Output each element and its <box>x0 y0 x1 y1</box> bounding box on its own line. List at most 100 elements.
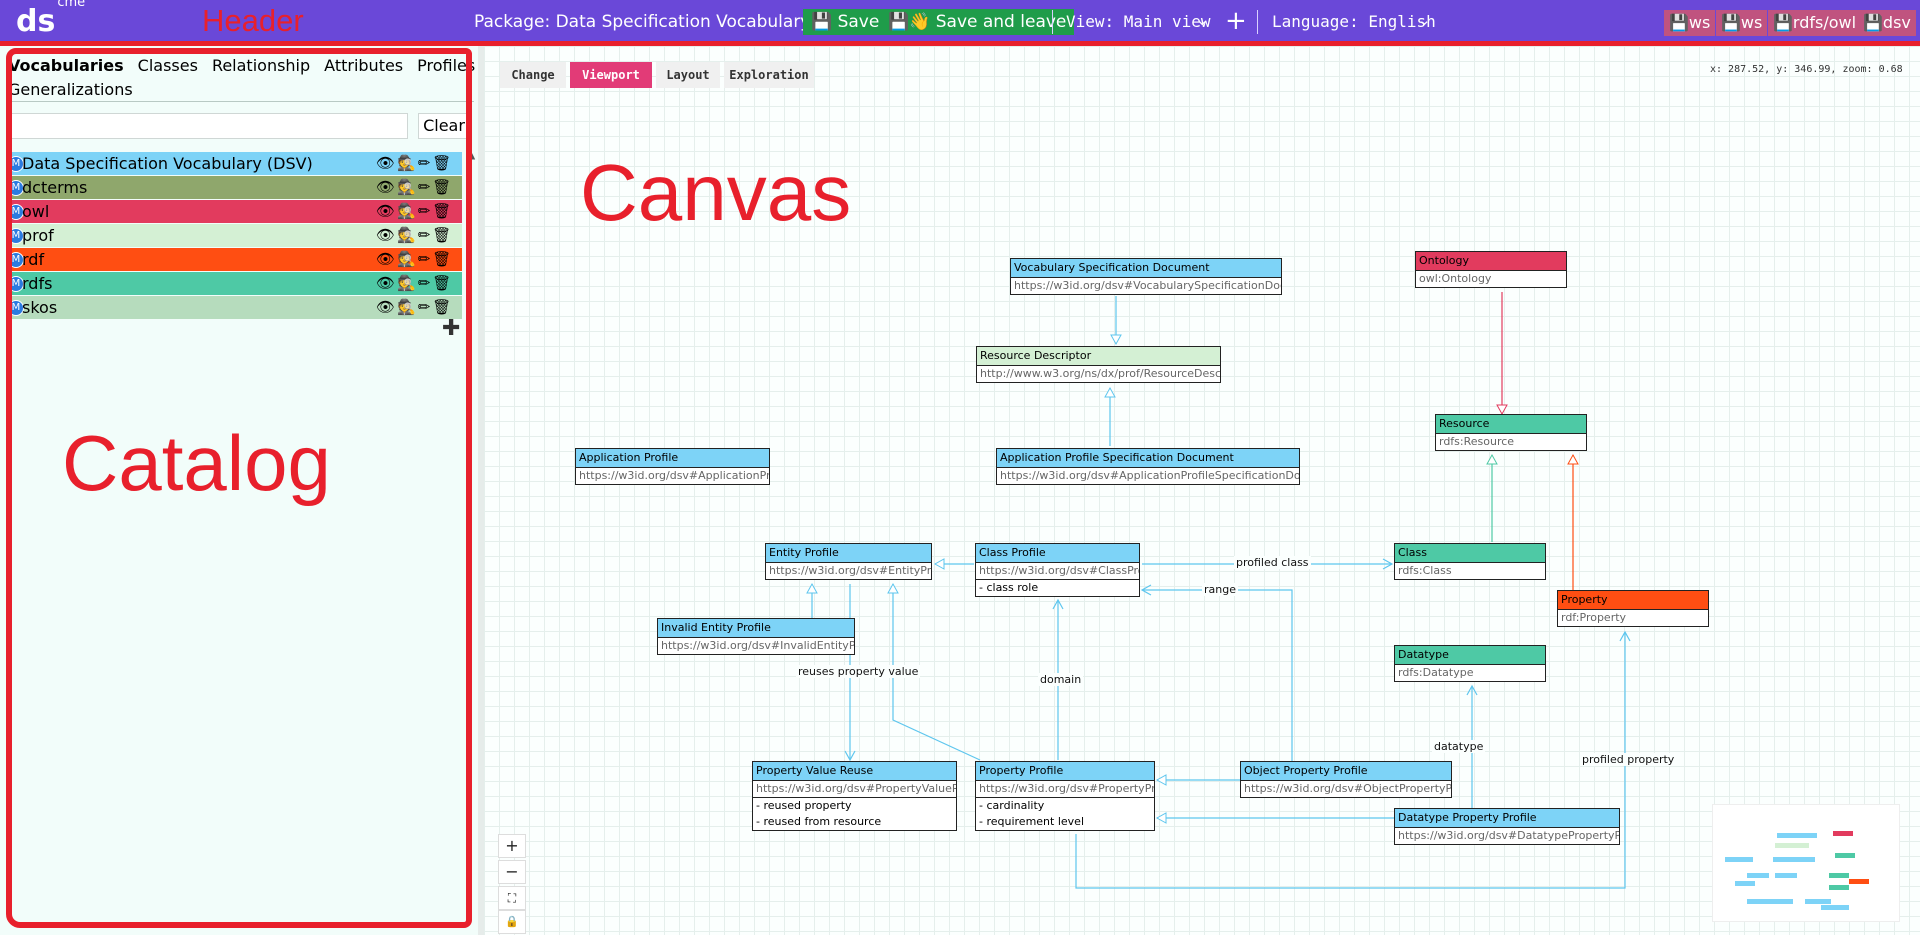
node-attribute: - reused from resource <box>756 815 882 828</box>
package-title: Package: Data Specification Vocabulary (… <box>474 12 865 32</box>
fit-view-button[interactable]: ⛶ <box>498 886 526 910</box>
node-vocabulary-specification-document[interactable]: Vocabulary Specification Document https:… <box>1010 258 1282 295</box>
node-title: Ontology <box>1416 252 1566 270</box>
node-attribute: - requirement level <box>979 815 1084 828</box>
node-title: Datatype Property Profile <box>1395 809 1619 827</box>
vocabulary-actions[interactable]: 👁🕵✏🗑 <box>376 154 454 172</box>
minimap-node <box>1833 831 1853 836</box>
save-button[interactable]: 💾 Save <box>803 9 888 35</box>
node-application-profile-specification-document[interactable]: Application Profile Specification Docume… <box>996 448 1300 485</box>
node-title: Invalid Entity Profile <box>658 619 854 637</box>
scroll-up-icon[interactable]: ▲ <box>466 147 476 161</box>
vocabulary-name: skos <box>22 298 58 317</box>
add-vocabulary-icon[interactable]: ✚ <box>442 316 461 341</box>
vocabulary-actions[interactable]: 👁🕵✏🗑 <box>376 226 454 244</box>
catalog-search-input[interactable] <box>8 113 408 139</box>
vocabulary-name: prof <box>22 226 54 245</box>
vocabulary-actions[interactable]: 👁🕵✏🗑 <box>376 298 454 316</box>
node-title: Application Profile Specification Docume… <box>997 449 1299 467</box>
node-property-profile[interactable]: Property Profile https://w3id.org/dsv#Pr… <box>975 761 1155 831</box>
tab-generalizations[interactable]: Generalizations <box>8 80 133 99</box>
node-property-value-reuse[interactable]: Property Value Reuse https://w3id.org/ds… <box>752 761 957 831</box>
minimap-node <box>1725 857 1753 862</box>
node-title: Property Value Reuse <box>753 762 956 780</box>
node-attribute: - reused property <box>753 797 956 814</box>
node-class[interactable]: Class rdfs:Class <box>1394 543 1546 580</box>
node-ontology[interactable]: Ontology owl:Ontology <box>1415 251 1567 288</box>
tab-exploration[interactable]: Exploration <box>724 62 814 88</box>
edge-label-reuses-property-value: reuses property value <box>796 665 921 678</box>
node-invalid-entity-profile[interactable]: Invalid Entity Profile https://w3id.org/… <box>657 618 855 655</box>
minimap-node <box>1777 833 1817 838</box>
vocabulary-name: dcterms <box>22 178 88 197</box>
minimap-node <box>1849 879 1869 884</box>
node-title: Class Profile <box>976 544 1139 562</box>
tab-profiles[interactable]: Profiles <box>417 56 476 75</box>
vocabulary-actions[interactable]: 👁🕵✏🗑 <box>376 178 454 196</box>
view-selector[interactable]: View: Main view <box>1066 12 1211 31</box>
node-datatype-property-profile[interactable]: Datatype Property Profile https://w3id.o… <box>1394 808 1620 845</box>
tab-classes[interactable]: Classes <box>137 56 198 75</box>
minimap[interactable] <box>1712 804 1900 922</box>
zoom-in-button[interactable]: + <box>498 834 526 858</box>
tab-viewport[interactable]: Viewport <box>570 62 652 88</box>
clear-button[interactable]: Clear <box>418 113 470 139</box>
node-object-property-profile[interactable]: Object Property Profile https://w3id.org… <box>1240 761 1452 798</box>
node-property[interactable]: Property rdf:Property <box>1557 590 1709 627</box>
chevron-down-icon[interactable]: ⌄ <box>1196 11 1209 29</box>
minimap-node <box>1829 873 1849 878</box>
app-logo[interactable]: dscme <box>16 0 86 39</box>
chevron-down-icon[interactable]: ⌄ <box>1418 11 1431 29</box>
minimap-node <box>1775 873 1797 878</box>
tab-vocabularies[interactable]: Vocabularies <box>8 56 124 75</box>
tab-attributes[interactable]: Attributes <box>324 56 404 75</box>
node-application-profile[interactable]: Application Profile https://w3id.org/dsv… <box>575 448 770 485</box>
vocabulary-actions[interactable]: 👁🕵✏🗑 <box>376 274 454 292</box>
node-iri: https://w3id.org/dsv#DatatypePropertyPro… <box>1395 827 1619 844</box>
lock-icon[interactable]: 🔒 <box>498 910 526 934</box>
tab-layout[interactable]: Layout <box>656 62 720 88</box>
node-attribute: - cardinality <box>976 797 1154 814</box>
package-button-ws-1[interactable]: 💾ws <box>1664 10 1716 36</box>
node-title: Resource <box>1436 415 1586 433</box>
node-resource[interactable]: Resource rdfs:Resource <box>1435 414 1587 451</box>
package-button-rdfs-owl[interactable]: 💾rdfs/owl <box>1768 10 1862 36</box>
vocabulary-actions[interactable]: 👁🕵✏🗑 <box>376 202 454 220</box>
edge-label-range: range <box>1202 583 1238 596</box>
minimap-node <box>1771 899 1793 904</box>
node-iri: https://w3id.org/dsv#InvalidEntityProfil… <box>658 637 854 654</box>
tab-relationship[interactable]: Relationship <box>211 56 311 75</box>
language-selector[interactable]: Language: English <box>1272 12 1436 31</box>
add-view-icon[interactable]: + <box>1225 6 1247 36</box>
node-datatype[interactable]: Datatype rdfs:Datatype <box>1394 645 1546 682</box>
app-header: dscme Header Package: Data Specification… <box>0 0 1920 44</box>
node-iri: https://w3id.org/dsv#ApplicationProfileS… <box>997 467 1299 484</box>
edge-label-datatype: datatype <box>1432 740 1486 753</box>
node-resource-descriptor[interactable]: Resource Descriptor http://www.w3.org/ns… <box>976 346 1221 383</box>
zoom-out-button[interactable]: − <box>498 860 526 884</box>
header-annotation-outline <box>0 41 1920 46</box>
edge-label-profiled-property: profiled property <box>1580 753 1677 766</box>
tab-change[interactable]: Change <box>500 62 566 88</box>
minimap-node <box>1835 853 1855 858</box>
minimap-node <box>1773 857 1815 862</box>
save-and-leave-button[interactable]: 💾👋 Save and leave <box>880 9 1075 35</box>
node-entity-profile[interactable]: Entity Profile https://w3id.org/dsv#Enti… <box>765 543 932 580</box>
package-button-ws-2[interactable]: 💾ws <box>1716 10 1768 36</box>
diagram-canvas[interactable] <box>478 46 1920 935</box>
package-button-dsv[interactable]: 💾dsv <box>1858 10 1916 36</box>
minimap-node <box>1775 843 1809 848</box>
node-iri: http://www.w3.org/ns/dx/prof/ResourceDes… <box>977 365 1220 382</box>
node-class-profile[interactable]: Class Profile https://w3id.org/dsv#Class… <box>975 543 1140 597</box>
vocabulary-actions[interactable]: 👁🕵✏🗑 <box>376 250 454 268</box>
node-iri: rdfs:Resource <box>1436 433 1586 450</box>
